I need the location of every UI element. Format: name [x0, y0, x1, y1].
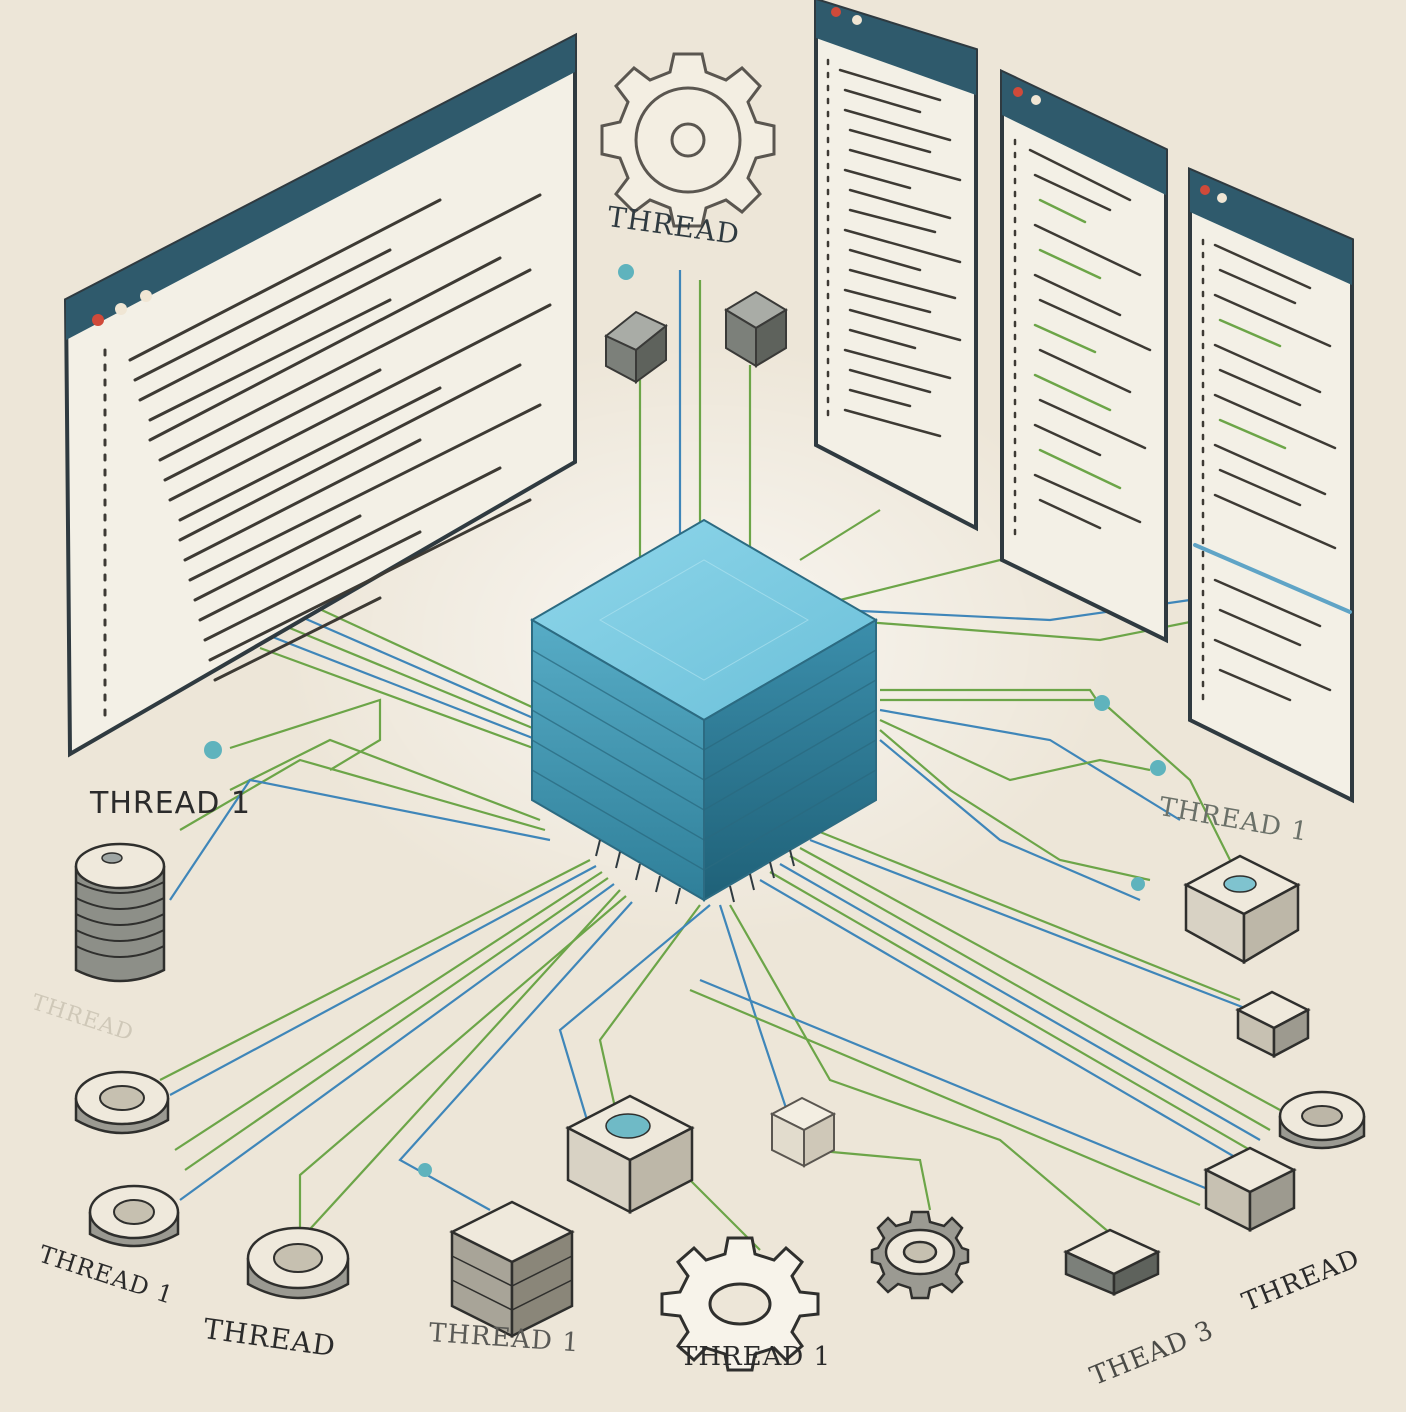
wires-lower-right [689, 830, 1281, 1207]
wires-right [879, 688, 1231, 902]
window-min-dot[interactable] [115, 303, 127, 315]
wires-upper-left [259, 599, 561, 754]
wires-left [169, 698, 551, 901]
code-lines [826, 58, 962, 438]
gear-icon-bottom [660, 1236, 820, 1372]
wire-node [1150, 760, 1166, 776]
wire-node [1094, 695, 1110, 711]
window-min-dot[interactable] [1217, 193, 1227, 203]
ring-icon-bottom-left [246, 1226, 350, 1300]
code-window-main [63, 32, 577, 758]
window-max-dot[interactable] [140, 290, 152, 302]
thread-box-top-left [604, 310, 668, 384]
thread-box-right-2 [1235, 990, 1311, 1059]
code-lines [1193, 238, 1352, 702]
gear-icon-top [600, 52, 776, 228]
wire-bundle [159, 264, 1281, 1251]
wires-lower-center [418, 904, 1131, 1251]
ring-icon-left-1 [74, 1070, 170, 1135]
wire-node [618, 264, 634, 280]
window-min-dot[interactable] [1031, 95, 1041, 105]
code-lines [103, 193, 552, 722]
window-min-dot[interactable] [852, 15, 862, 25]
wire-node [204, 741, 222, 759]
thread-box-top-right [724, 290, 788, 368]
wire-node [1131, 877, 1145, 891]
thread-box-right-4 [1063, 1228, 1161, 1296]
window-close-dot[interactable] [1200, 185, 1210, 195]
window-close-dot[interactable] [831, 7, 841, 17]
wire-node [418, 1163, 432, 1177]
cpu-core-cube [530, 518, 878, 905]
stacked-box-bottom [449, 1200, 575, 1339]
code-window-right-3 [1188, 166, 1354, 804]
thread-box-right-3 [1203, 1146, 1297, 1233]
ring-icon-right [1278, 1090, 1366, 1150]
wires-lower-left [159, 859, 633, 1241]
code-window-right-2 [1000, 68, 1168, 644]
database-stack-icon [74, 842, 166, 983]
thread-box-bottom-center [565, 1094, 695, 1215]
label-thread-bottom-center-2: THREAD 1 [680, 1342, 831, 1372]
code-window-right-1 [814, 0, 978, 532]
label-thread-left: THREAD 1 [90, 786, 251, 821]
cube-pins [595, 839, 795, 905]
code-lines [1013, 138, 1152, 542]
small-box-center [769, 1096, 837, 1168]
window-close-dot[interactable] [1013, 87, 1023, 97]
gear-icon-small [870, 1210, 970, 1300]
thread-box-right-1 [1183, 854, 1301, 965]
window-close-dot[interactable] [92, 314, 104, 326]
ring-icon-left-2 [88, 1184, 180, 1248]
cube-layer-lines [531, 649, 877, 871]
